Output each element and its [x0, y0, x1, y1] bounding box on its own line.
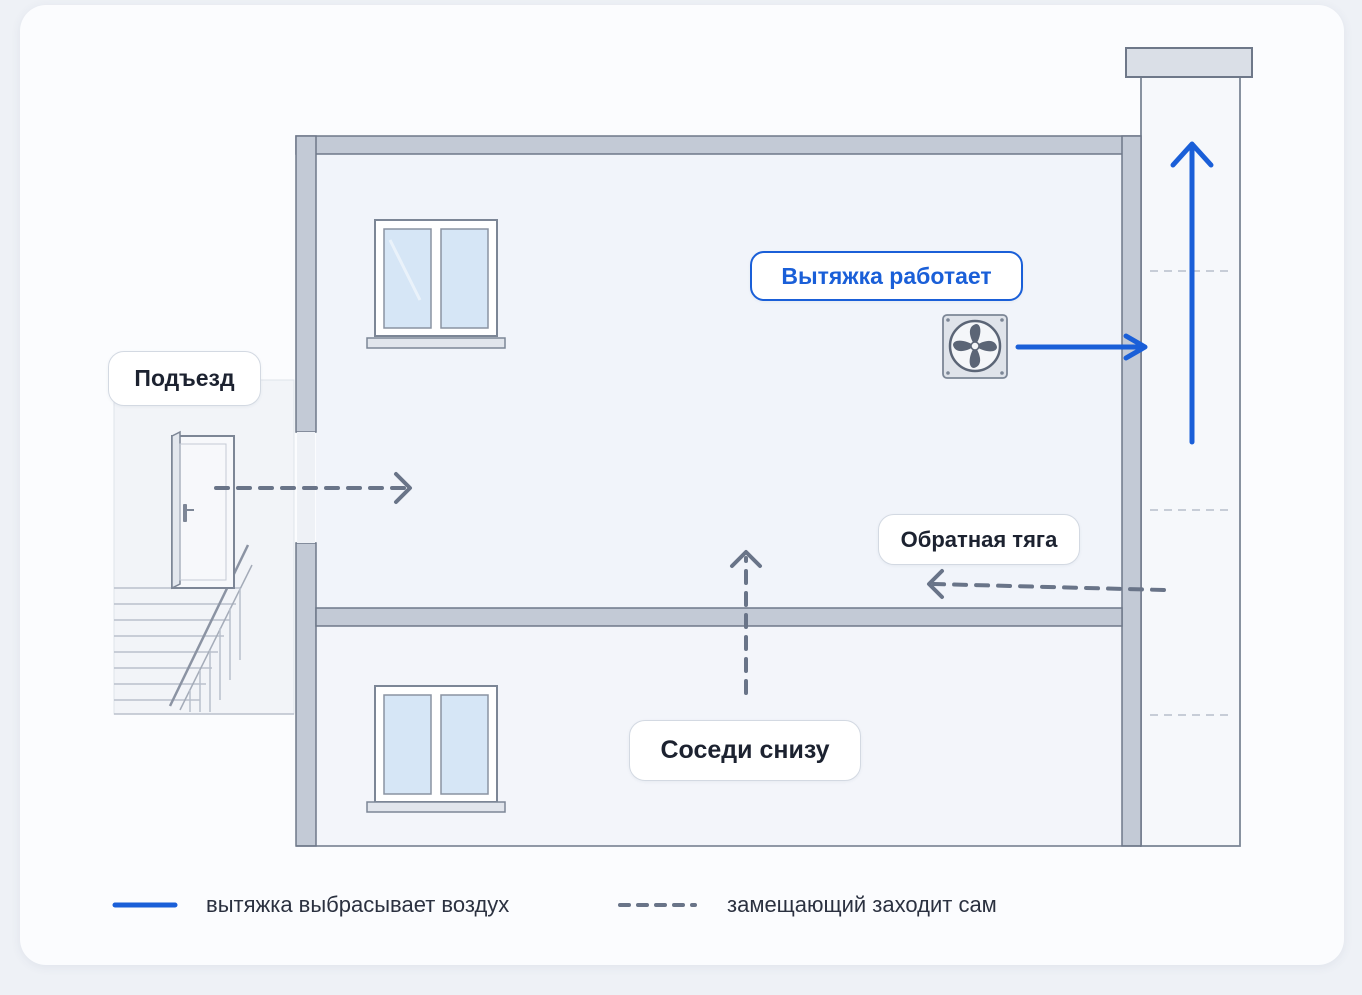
legend-dashed-label: замещающий заходит сам — [727, 892, 997, 917]
fan-icon — [942, 314, 1008, 379]
neighbors-label: Соседи снизу — [629, 720, 861, 781]
entrance-airflow-arrow — [214, 472, 412, 504]
backdraft-label: Обратная тяга — [878, 514, 1080, 565]
exhaust-arrow-horizontal — [1015, 333, 1148, 361]
legend-solid-label: вытяжка выбрасывает воздух — [206, 892, 510, 917]
building-walls — [295, 135, 1142, 847]
window-icon — [366, 685, 506, 813]
exhaust-arrow-vertical — [1170, 141, 1214, 445]
window-icon — [366, 219, 506, 349]
backdraft-airflow-arrow — [927, 569, 1166, 599]
entrance-label: Подъезд — [108, 351, 261, 406]
fan-on-label: Вытяжка работает — [750, 251, 1023, 301]
door-icon — [171, 430, 235, 590]
stairs-icon — [114, 544, 294, 715]
neighbors-airflow-arrow — [730, 550, 762, 695]
shaft-cap — [1125, 47, 1253, 78]
